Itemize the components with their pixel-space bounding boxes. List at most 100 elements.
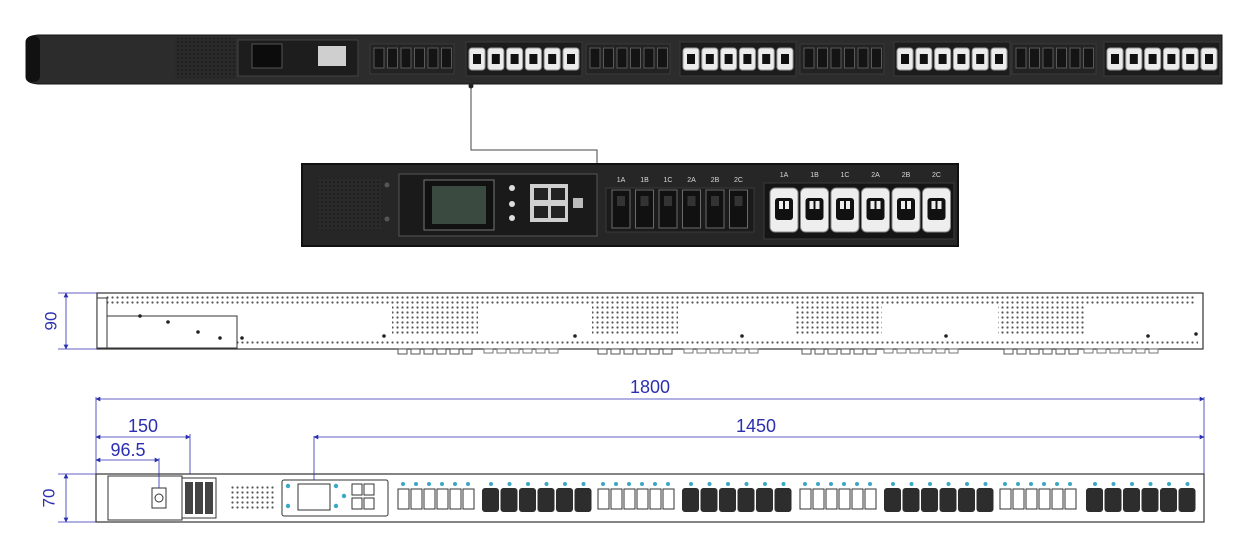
side-screw xyxy=(218,336,222,340)
zoom-lcd-display xyxy=(432,186,486,224)
zoom-outlet-pin xyxy=(876,201,881,209)
front-outlet xyxy=(1104,488,1122,512)
callout-line xyxy=(470,86,598,164)
strip-outlet-socket xyxy=(976,54,985,64)
zoom-outlet-pin xyxy=(840,201,844,209)
zoom-outlet-label: 2A xyxy=(871,172,880,179)
strip-breaker xyxy=(1015,47,1027,69)
front-outlet-indicator xyxy=(489,482,493,486)
front-outlet xyxy=(682,488,699,512)
side-vent-block xyxy=(796,306,882,336)
side-foot xyxy=(722,348,733,354)
side-screw xyxy=(573,334,577,338)
front-breaker xyxy=(799,488,812,510)
strip-outlet-socket xyxy=(781,54,789,64)
front-outlet xyxy=(756,488,773,512)
zoom-outlet-pin xyxy=(809,201,814,209)
front-breaker xyxy=(838,488,851,510)
side-foot xyxy=(827,348,838,355)
strip-outlet-socket xyxy=(995,54,1003,64)
side-foot xyxy=(1096,348,1107,354)
front-port xyxy=(351,483,363,496)
front-indicator xyxy=(333,503,339,509)
front-breaker xyxy=(1064,488,1077,510)
zoom-breaker-switch xyxy=(687,196,696,206)
front-breaker xyxy=(662,488,675,510)
front-vent-grille xyxy=(230,484,274,510)
zoom-outlet-pin xyxy=(937,201,942,209)
strip-outlet-socket xyxy=(473,54,481,64)
side-foot xyxy=(449,348,460,355)
front-indicator xyxy=(333,483,339,489)
zoom-outlet-pin xyxy=(779,201,783,209)
front-breaker xyxy=(1025,488,1038,510)
front-breaker-indicator xyxy=(1055,482,1059,486)
side-screw xyxy=(1146,334,1150,338)
strip-outlet-socket xyxy=(687,54,695,64)
front-breaker-indicator xyxy=(666,482,670,486)
front-breaker xyxy=(436,488,449,510)
zoom-outlet-pin xyxy=(846,201,850,209)
side-screw xyxy=(240,336,244,340)
dim-inlet-offset: 96.5 xyxy=(110,440,145,460)
front-breaker-indicator xyxy=(1003,482,1007,486)
front-outlet xyxy=(737,488,755,512)
side-foot xyxy=(1055,348,1066,355)
strip-outlet-socket xyxy=(548,54,557,64)
front-breaker-indicator xyxy=(868,482,872,486)
side-foot xyxy=(896,348,907,354)
front-outlet-indicator xyxy=(983,482,988,486)
front-breaker xyxy=(610,488,623,510)
dim-side-height: 90 xyxy=(41,312,60,331)
front-breaker xyxy=(410,488,423,510)
front-outlet xyxy=(482,488,499,512)
side-foot xyxy=(814,348,825,355)
side-vent-block xyxy=(592,306,678,336)
strip-outlet-socket xyxy=(529,54,538,64)
front-breaker-indicator xyxy=(466,482,470,486)
front-breaker-indicator xyxy=(1016,482,1020,486)
zoom-breaker-switch xyxy=(664,196,672,206)
front-outlet-indicator xyxy=(581,482,586,486)
strip-breaker xyxy=(441,47,452,69)
front-breaker xyxy=(851,488,864,510)
side-foot xyxy=(801,348,812,355)
front-indicator xyxy=(285,483,291,489)
strip-breaker xyxy=(844,47,855,69)
front-indicator xyxy=(285,503,291,509)
front-outlet xyxy=(1178,488,1196,512)
side-foot xyxy=(922,348,933,354)
strip-breaker xyxy=(589,47,601,69)
front-breaker-indicator xyxy=(1068,482,1072,486)
zoom-breaker-label: 2A xyxy=(687,177,696,184)
zoom-breaker xyxy=(635,189,654,229)
side-screw xyxy=(138,314,142,318)
zoom-breaker xyxy=(729,189,748,229)
front-breaker xyxy=(825,488,838,510)
strip-outlet-socket xyxy=(743,54,752,64)
front-indicator xyxy=(341,493,347,499)
front-outlet xyxy=(774,488,792,512)
front-outlet-indicator xyxy=(763,482,767,486)
strip-breaker xyxy=(387,47,398,69)
strip-outlet-socket xyxy=(567,54,575,64)
zoom-outlet-pin xyxy=(870,201,875,209)
front-breaker xyxy=(623,488,636,510)
strip-breaker xyxy=(373,47,385,69)
front-breaker-indicator xyxy=(1029,482,1033,486)
strip-outlet-socket xyxy=(705,54,714,64)
front-outlet-indicator xyxy=(909,482,914,486)
zoom-breaker-switch xyxy=(711,196,719,206)
strip-outlet-socket xyxy=(1148,54,1157,64)
front-breaker-indicator xyxy=(414,482,418,486)
side-foot xyxy=(948,348,959,354)
front-outlet-indicator xyxy=(544,482,549,486)
zoom-outlet-socket xyxy=(775,198,793,220)
zoom-outlet-pin xyxy=(785,201,789,209)
strip-breaker xyxy=(643,47,655,69)
front-outlet xyxy=(700,488,718,512)
side-foot xyxy=(1109,348,1120,354)
front-outlet xyxy=(519,488,536,512)
strip-breaker xyxy=(1056,47,1067,69)
side-foot xyxy=(1083,348,1094,354)
